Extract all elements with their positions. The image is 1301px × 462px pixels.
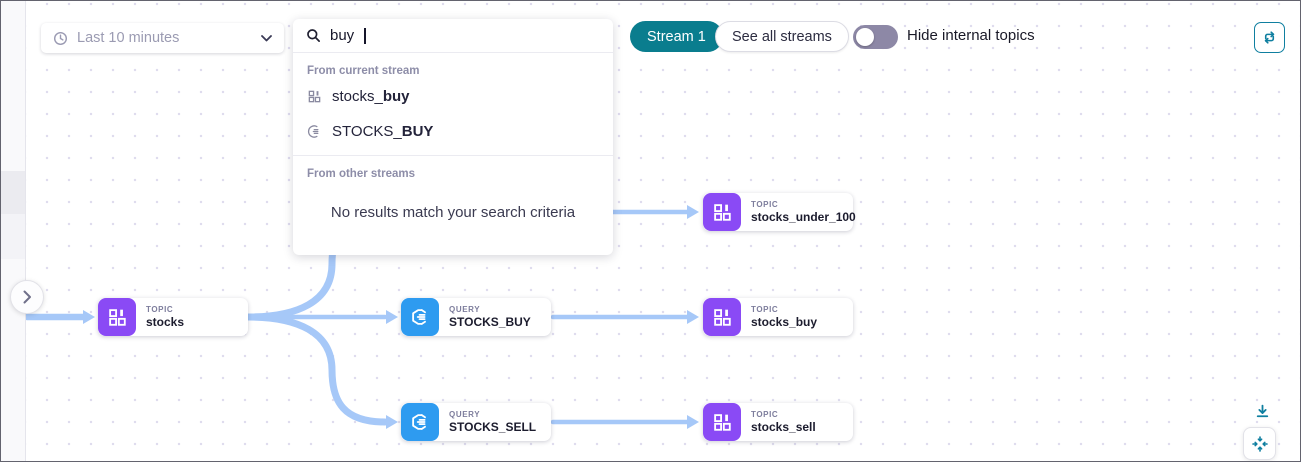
hide-internal-topics-label: Hide internal topics [907, 27, 1035, 44]
node-name-label: stocks_sell [751, 419, 816, 434]
sync-icon [1261, 29, 1278, 46]
node-query-stocks-sell[interactable]: QUERY STOCKS_SELL [401, 403, 551, 441]
divider [293, 155, 613, 156]
search-dropdown: buy From current stream stocks_buy STOCK… [293, 19, 613, 255]
search-result-label: STOCKS_BUY [332, 123, 434, 140]
chevron-down-icon [261, 34, 272, 42]
node-topic-stocks[interactable]: TOPIC stocks [98, 298, 248, 336]
node-name-label: STOCKS_BUY [449, 314, 531, 329]
query-icon [401, 403, 439, 441]
search-result-label: stocks_buy [332, 88, 410, 105]
refresh-button[interactable] [1254, 22, 1285, 53]
text-cursor [364, 27, 366, 44]
collapsed-side-panel [1, 1, 26, 461]
rail-segment [1, 214, 25, 259]
time-range-value: Last 10 minutes [77, 30, 180, 46]
stream-1-button[interactable]: Stream 1 [630, 21, 723, 52]
chevron-right-icon [23, 290, 32, 304]
lineage-canvas[interactable] [26, 1, 1300, 461]
rail-segment [1, 171, 25, 214]
node-name-label: stocks_under_100 [751, 209, 856, 224]
node-kind-label: TOPIC [751, 199, 779, 209]
topic-icon [703, 193, 741, 231]
search-result-topic-stocks-buy[interactable]: stocks_buy [293, 79, 613, 114]
search-input[interactable]: buy [293, 19, 613, 53]
node-name-label: stocks_buy [751, 314, 818, 329]
topic-icon [703, 403, 741, 441]
node-kind-label: QUERY [449, 409, 481, 419]
node-kind-label: TOPIC [751, 409, 779, 419]
node-kind-label: QUERY [449, 304, 481, 314]
node-query-stocks-buy[interactable]: QUERY STOCKS_BUY [401, 298, 551, 336]
fit-view-icon [1251, 435, 1269, 453]
expand-panel-button[interactable] [10, 280, 44, 314]
node-topic-stocks-buy[interactable]: TOPIC stocks_buy [703, 298, 853, 336]
section-header-other-streams: From other streams [307, 168, 416, 180]
download-button[interactable] [1251, 401, 1273, 421]
search-input-value: buy [330, 27, 355, 44]
node-name-label: STOCKS_SELL [449, 419, 537, 434]
download-icon [1254, 403, 1271, 420]
fit-view-button[interactable] [1243, 427, 1276, 460]
topic-icon [307, 89, 322, 104]
node-name-label: stocks [146, 314, 185, 329]
query-icon [401, 298, 439, 336]
query-icon [307, 124, 322, 139]
node-kind-label: TOPIC [751, 304, 779, 314]
no-results-message: No results match your search criteria [330, 204, 576, 221]
search-result-query-stocks-buy[interactable]: STOCKS_BUY [293, 114, 613, 149]
hide-internal-topics-toggle[interactable] [853, 25, 898, 49]
toggle-knob [856, 28, 874, 46]
node-topic-stocks-under-100[interactable]: TOPIC stocks_under_100 [703, 193, 856, 231]
topic-icon [98, 298, 136, 336]
section-header-current-stream: From current stream [307, 65, 420, 77]
node-kind-label: TOPIC [146, 304, 174, 314]
clock-icon [53, 31, 68, 46]
time-range-select[interactable]: Last 10 minutes [41, 23, 284, 53]
topic-icon [703, 298, 741, 336]
see-all-streams-button[interactable]: See all streams [715, 21, 849, 52]
search-icon [306, 28, 321, 43]
node-topic-stocks-sell[interactable]: TOPIC stocks_sell [703, 403, 853, 441]
